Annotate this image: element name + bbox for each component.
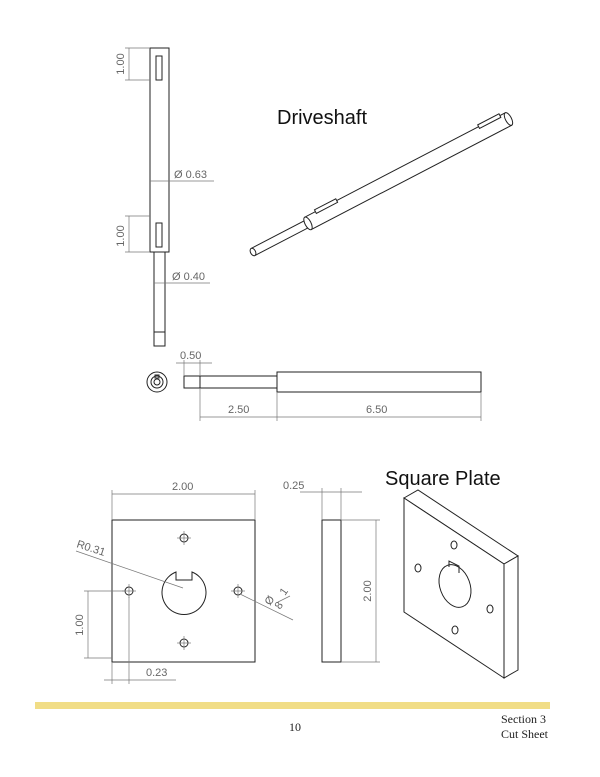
iso-keyway-1 [313,198,339,215]
plate-iso-hole-right [486,604,494,614]
side-shaft-large [276,371,482,393]
plate-iso-hole-left [414,563,422,573]
plate-iso-center-bore [438,564,472,608]
iso-keyway-2 [477,113,502,130]
dim-diameter-large: Ø 0.63 [174,169,207,181]
dim-diameter-small: Ø 0.40 [172,271,205,283]
footer-accent-bar [35,702,550,709]
keyway-top [155,55,163,81]
dim-hole-offset: 0.23 [146,667,167,679]
square-plate-title: Square Plate [385,468,501,490]
shaft-small-section [153,251,166,333]
section-label: Section 3 Cut Sheet [501,712,548,742]
plate-side-outline [321,519,342,663]
driveshaft-isometric-view [249,112,514,257]
dim-small-length: 2.50 [228,404,249,416]
square-plate-side-view: 0.25 2.00 [283,480,380,663]
dim-hole-diameter-den: 8 [273,600,286,612]
shaft-end-outer [146,371,168,393]
page-number: 10 [289,720,301,734]
section-subtitle: Cut Sheet [501,727,548,741]
square-plate-front-view: 2.00 R0.31 Ø 1 8 1.00 0.23 [74,481,294,684]
plate-iso-hole-bottom [451,625,459,635]
dim-hole-spacing: 1.00 [74,614,86,635]
dim-large-length: 6.50 [366,404,387,416]
plate-center-bore [161,571,207,615]
plate-bolt-hole-right [231,584,245,598]
plate-iso-hole-top [450,540,458,550]
shaft-large-section [149,47,170,253]
square-plate-isometric-view [403,489,519,679]
plate-iso-side-face [503,555,519,679]
driveshaft-front-view: 1.00 1.00 Ø 0.63 Ø 0.40 [115,47,214,347]
driveshaft-side-view: 0.50 2.50 6.50 [146,350,482,421]
dim-key-length-bottom: 1.00 [115,225,127,246]
iso-shaft-small [250,219,311,257]
dim-key-length-top: 1.00 [115,53,127,74]
section-title: Section 3 [501,712,546,726]
dim-plate-thickness: 0.25 [283,480,304,492]
driveshaft-title: Driveshaft [277,107,367,129]
side-shaft-end [183,375,201,389]
plate-bolt-hole-top [177,531,191,545]
iso-shaft-large [304,112,513,231]
plate-iso-front-face [403,497,505,679]
dim-hole-diameter-num: 1 [278,586,291,598]
dim-plate-height: 2.00 [362,580,374,601]
side-shaft-small [199,375,278,389]
dim-plate-width: 2.00 [172,481,193,493]
plate-bolt-hole-left [122,584,136,598]
shaft-end [153,331,166,347]
shaft-end-inner [150,375,164,389]
plate-bolt-hole-bottom [177,636,191,650]
keyway-bottom [155,222,163,248]
dim-step-length: 0.50 [180,350,201,362]
